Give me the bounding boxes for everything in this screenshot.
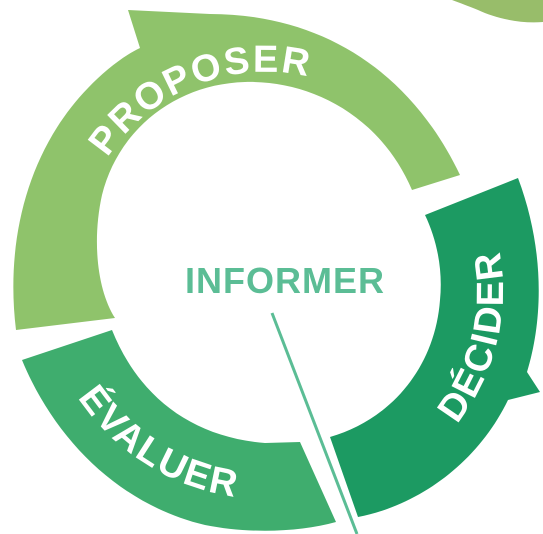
segment-decider	[330, 178, 540, 517]
segment-proposer	[13, 10, 461, 330]
pointer-line	[270, 312, 359, 534]
corner-leaf-shape	[452, 0, 543, 23]
segment-evaluer	[22, 330, 336, 531]
segment-label-proposer: PROPOSER	[81, 39, 315, 163]
center-label: INFORMER	[185, 260, 385, 301]
segment-label-proposer-path: PROPOSER	[81, 39, 313, 163]
